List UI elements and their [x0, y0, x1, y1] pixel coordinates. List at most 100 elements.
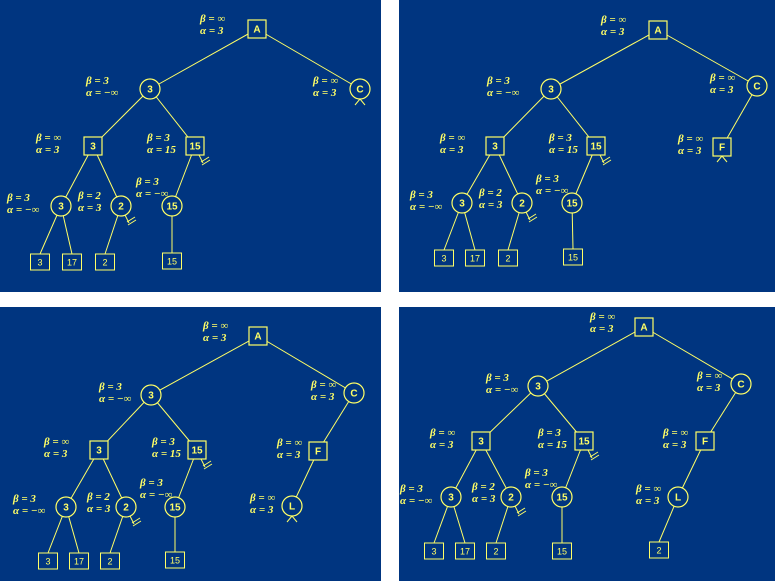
- alpha-label: α = 3: [479, 199, 503, 211]
- prune-mark: [602, 159, 612, 166]
- leaf-value: 2: [107, 556, 112, 566]
- alpha-label: α = 3: [250, 504, 274, 516]
- alpha-label: α = −∞: [400, 495, 433, 507]
- max-node-box: [471, 431, 491, 451]
- beta-label: β = 3: [146, 132, 170, 144]
- node-value: 3: [147, 85, 153, 96]
- node-value: 3: [58, 202, 64, 213]
- min-node-circle: [349, 78, 371, 100]
- prune-edge: [124, 214, 130, 224]
- beta-label: β = ∞: [312, 75, 338, 87]
- min-node-circle: [161, 195, 183, 217]
- max-node-box: [574, 431, 594, 451]
- leaf-value: 17: [460, 546, 470, 556]
- min-node-circle: [561, 192, 583, 214]
- beta-label: β = 3: [485, 372, 509, 384]
- node-value: 2: [118, 202, 124, 213]
- leaf-box: [465, 249, 485, 267]
- node-value: 3: [90, 142, 96, 153]
- alpha-label: α = −∞: [7, 204, 40, 216]
- beta-label: β = 3: [535, 173, 559, 185]
- leaf-value: 2: [102, 257, 107, 267]
- alpha-label: α = −∞: [136, 188, 169, 200]
- branch-stub: [359, 98, 366, 106]
- min-node-circle: [110, 195, 132, 217]
- beta-label: β = ∞: [589, 311, 615, 323]
- leaf-box: [455, 542, 475, 560]
- alpha-label: α = −∞: [86, 87, 119, 99]
- leaf-box: [498, 249, 518, 267]
- tree-edge: [256, 28, 361, 90]
- min-node-circle: [527, 375, 549, 397]
- prune-mark: [127, 219, 137, 226]
- max-node-box: [586, 136, 606, 156]
- beta-label: β = 3: [524, 467, 548, 479]
- alpha-label: α = −∞: [99, 393, 132, 405]
- leaf-box: [69, 552, 89, 570]
- tree-edge: [92, 145, 122, 207]
- max-node-box: [634, 317, 654, 337]
- leaf-value: 15: [170, 555, 180, 565]
- prune-mark: [590, 454, 600, 461]
- max-node-box: [485, 136, 505, 156]
- beta-label: β = 3: [12, 493, 36, 505]
- beta-label: β = 2: [478, 187, 502, 199]
- leaf-box: [95, 253, 115, 271]
- max-node-box: [185, 136, 205, 156]
- node-value: 15: [590, 142, 602, 153]
- leaf-box: [434, 249, 454, 267]
- max-node-box: [695, 431, 715, 451]
- node-value: F: [702, 437, 708, 448]
- leaf-box: [162, 252, 182, 270]
- alpha-label: α = 3: [710, 84, 734, 96]
- branch-stub: [721, 155, 728, 163]
- min-node-circle: [343, 382, 365, 404]
- alpha-label: α = 3: [430, 439, 454, 451]
- branch-stub: [291, 515, 298, 523]
- beta-label: β = 3: [6, 192, 30, 204]
- tree-edge: [317, 392, 355, 452]
- max-node-box: [89, 440, 109, 460]
- leaf-box: [552, 542, 572, 560]
- prune-mark: [517, 510, 527, 517]
- node-value: L: [675, 493, 681, 504]
- beta-label: β = 3: [548, 132, 572, 144]
- alpha-label: α = 3: [472, 493, 496, 505]
- alpha-label: α = 3: [663, 439, 687, 451]
- alpha-label: α = 3: [636, 495, 660, 507]
- tree-edge: [60, 145, 94, 207]
- min-node-circle: [139, 78, 161, 100]
- alpha-label: α = 3: [203, 332, 227, 344]
- leaf-value: 2: [493, 546, 498, 556]
- tree-edge: [657, 29, 758, 87]
- prune-edge: [198, 154, 204, 164]
- beta-label: β = 3: [151, 436, 175, 448]
- leaf-box: [649, 541, 669, 559]
- prune-edge: [514, 505, 520, 515]
- max-node-box: [187, 440, 207, 460]
- min-node-circle: [115, 496, 137, 518]
- alpha-label: α = 3: [590, 323, 614, 335]
- branch-stub: [354, 98, 361, 106]
- beta-label: β = ∞: [696, 370, 722, 382]
- branch-stub: [286, 515, 293, 523]
- min-node-circle: [730, 373, 752, 395]
- beta-label: β = ∞: [276, 437, 302, 449]
- node-value: 2: [508, 493, 514, 504]
- beta-label: β = 3: [537, 427, 561, 439]
- alpha-label: α = 3: [36, 144, 60, 156]
- leaf-value: 2: [656, 545, 661, 555]
- alpha-label: α = 3: [601, 26, 625, 38]
- branch-stub: [716, 155, 723, 163]
- beta-label: β = ∞: [249, 492, 275, 504]
- leaf-value: 3: [431, 546, 436, 556]
- leaf-value: 15: [568, 252, 578, 262]
- alpha-label: α = 15: [152, 448, 181, 460]
- node-value: 15: [189, 142, 201, 153]
- min-node-circle: [667, 486, 689, 508]
- min-node-circle: [511, 192, 533, 214]
